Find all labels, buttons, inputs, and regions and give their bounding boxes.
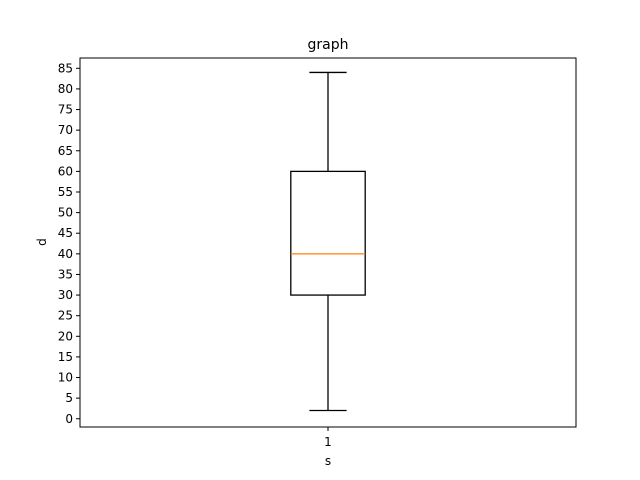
chart-title: graph xyxy=(308,37,349,53)
y-tick-label: 20 xyxy=(58,329,73,343)
plot-area-frame xyxy=(79,57,577,428)
y-tick-label: 65 xyxy=(58,144,73,158)
box-series xyxy=(290,71,366,412)
y-tick-label: 25 xyxy=(58,309,73,323)
y-tick-label: 85 xyxy=(58,61,73,75)
y-tick-label: 10 xyxy=(58,371,73,385)
interquartile-box xyxy=(290,170,366,296)
y-tick-label: 45 xyxy=(58,226,73,240)
y-tick-label: 80 xyxy=(58,82,73,96)
x-axis-label: s xyxy=(325,454,331,468)
y-tick-label: 35 xyxy=(58,267,73,281)
x-tick-label: 1 xyxy=(324,435,332,449)
x-axis-ticks: 1 xyxy=(324,427,332,449)
y-tick-label: 30 xyxy=(58,288,73,302)
y-tick-label: 75 xyxy=(58,103,73,117)
y-axis-ticks: 0 5 10 15 20 25 30 35 40 45 50 55 60 65 70 75 80 85 xyxy=(58,61,80,426)
y-axis-label: d xyxy=(35,238,49,246)
y-tick-label: 70 xyxy=(58,123,73,137)
y-tick-label: 5 xyxy=(65,391,73,405)
y-tick-label: 15 xyxy=(58,350,73,364)
y-tick-label: 0 xyxy=(65,412,73,426)
y-tick-label: 40 xyxy=(58,247,73,261)
y-tick-label: 60 xyxy=(58,164,73,178)
y-tick-label: 55 xyxy=(58,185,73,199)
y-tick-label: 50 xyxy=(58,206,73,220)
